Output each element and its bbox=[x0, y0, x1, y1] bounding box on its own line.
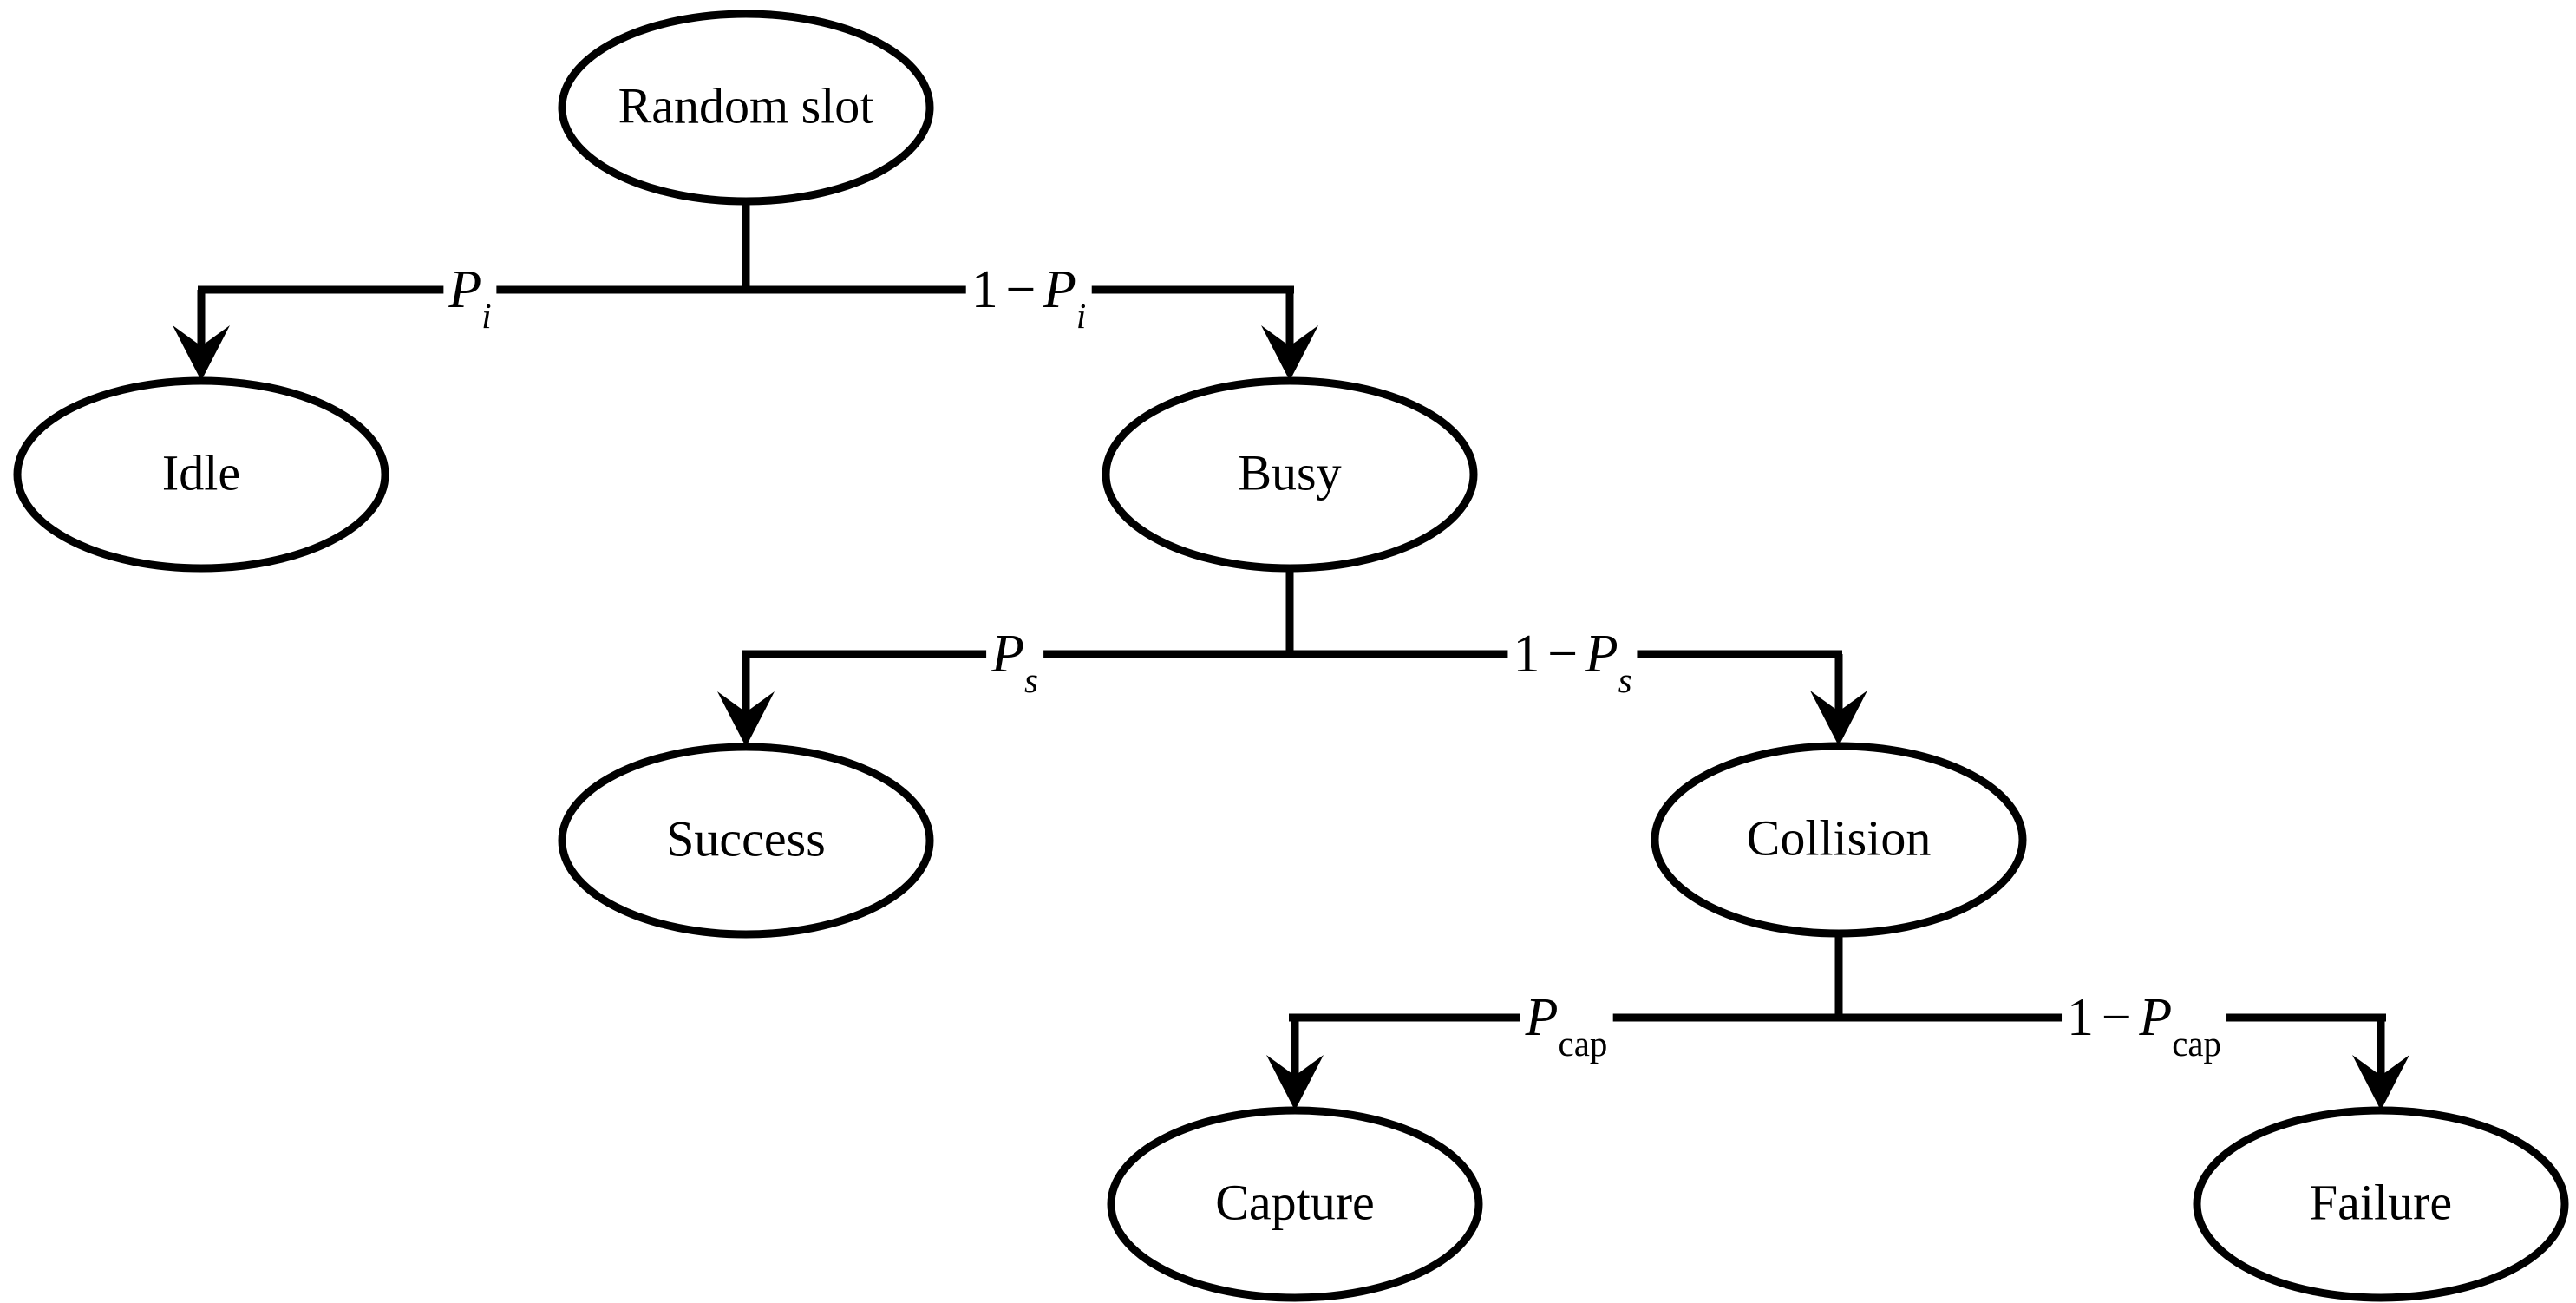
node-ellipse-success bbox=[558, 743, 934, 939]
node-label-success: Success bbox=[666, 810, 826, 867]
edge-label-p-idle-complement: 1−Pi bbox=[965, 260, 1092, 334]
minus-sign: − bbox=[2101, 988, 2132, 1047]
minus-sign: − bbox=[1547, 625, 1579, 684]
node-label-idle: Idle bbox=[162, 444, 240, 501]
edge-label-p-success-complement: 1−Ps bbox=[1507, 625, 1638, 698]
subscript-cap: cap bbox=[2172, 1025, 2221, 1064]
node-ellipse-collision bbox=[1651, 742, 2027, 938]
node-idle[interactable]: Idle bbox=[13, 376, 389, 573]
node-label-failure: Failure bbox=[2310, 1174, 2452, 1230]
edge-group-level-2 bbox=[717, 568, 1867, 747]
subscript-i: i bbox=[1076, 297, 1087, 337]
edge-label-p-success: Ps bbox=[986, 625, 1043, 698]
node-label-capture: Capture bbox=[1215, 1174, 1375, 1230]
symbol-P: P bbox=[1043, 260, 1076, 319]
edge-label-p-capture: Pcap bbox=[1520, 988, 1613, 1062]
edge-group-level-3 bbox=[1266, 933, 2409, 1110]
node-ellipse-capture bbox=[1107, 1106, 1483, 1302]
node-busy[interactable]: Busy bbox=[1102, 376, 1478, 573]
node-random-slot[interactable]: Random slot bbox=[558, 10, 934, 206]
node-ellipse-random-slot bbox=[558, 10, 934, 206]
node-success[interactable]: Success bbox=[558, 743, 934, 939]
node-label-busy: Busy bbox=[1238, 444, 1341, 501]
node-label-collision: Collision bbox=[1747, 809, 1932, 866]
numeral-one: 1 bbox=[1513, 625, 1540, 684]
subscript-s: s bbox=[1618, 661, 1632, 701]
minus-sign: − bbox=[1005, 260, 1036, 319]
edge-group-level-1 bbox=[173, 201, 1318, 381]
symbol-P: P bbox=[2139, 988, 2173, 1047]
node-ellipse-failure bbox=[2193, 1106, 2569, 1302]
node-failure[interactable]: Failure bbox=[2193, 1106, 2569, 1302]
edge-label-p-capture-complement: 1−Pcap bbox=[2062, 988, 2226, 1062]
edge-label-p-idle: Pi bbox=[443, 260, 497, 334]
subscript-i: i bbox=[481, 297, 492, 337]
symbol-P: P bbox=[1585, 625, 1618, 684]
subscript-s: s bbox=[1023, 661, 1038, 701]
symbol-P: P bbox=[448, 260, 482, 319]
node-ellipse-idle bbox=[13, 376, 389, 573]
node-ellipse-busy bbox=[1102, 376, 1478, 573]
node-label-random-slot: Random slot bbox=[618, 77, 874, 134]
node-capture[interactable]: Capture bbox=[1107, 1106, 1483, 1302]
numeral-one: 1 bbox=[971, 260, 998, 319]
symbol-P: P bbox=[1525, 988, 1559, 1047]
symbol-P: P bbox=[991, 625, 1024, 684]
node-collision[interactable]: Collision bbox=[1651, 742, 2027, 938]
numeral-one: 1 bbox=[2067, 988, 2095, 1047]
subscript-cap: cap bbox=[1558, 1025, 1608, 1064]
